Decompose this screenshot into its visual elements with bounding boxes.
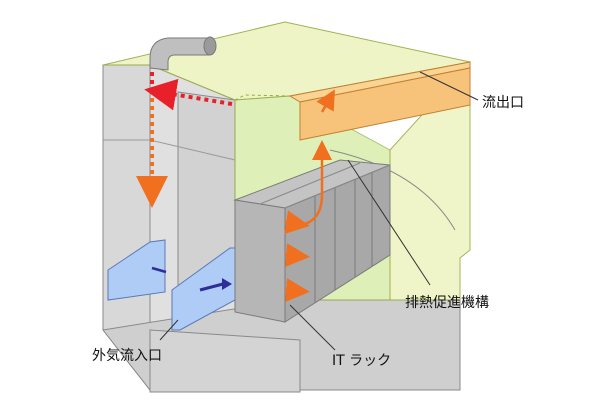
- rack-airflow-1: [284, 210, 310, 235]
- inlet-label: 外気流入口: [92, 348, 162, 364]
- duct-mouth: [203, 36, 217, 56]
- rack-leader: [289, 304, 336, 351]
- rack-dividers: [314, 172, 373, 303]
- airflow-rising: [304, 140, 332, 226]
- intake-window-left: [107, 239, 166, 301]
- outlet-label: 流出口: [482, 95, 524, 111]
- outlet-vent: [288, 61, 479, 141]
- it-racks: [233, 159, 391, 351]
- intake-windows: [107, 239, 236, 341]
- front-wall: [149, 329, 301, 393]
- inlet-arrow-left: [151, 266, 167, 274]
- outlet-leader: [419, 71, 479, 101]
- rack-airflow-2: [284, 243, 310, 268]
- exhaust-label: 排熱促進機構: [405, 295, 489, 311]
- rack-label: IT ラック: [332, 353, 392, 369]
- rack-top-lines: [259, 162, 391, 209]
- hood-curve: [329, 149, 456, 231]
- rack-airflow-3: [284, 278, 310, 303]
- outlet-face: [299, 67, 471, 141]
- airflow: [136, 72, 335, 303]
- intake-duct: [149, 36, 217, 71]
- rack-front: [234, 199, 286, 323]
- inlet-arrowhead-right: [222, 278, 232, 290]
- exhaust-leader: [347, 159, 431, 286]
- inlet-leader: [159, 319, 179, 341]
- inlet-arrow-right: [199, 282, 224, 292]
- airflow-outlet: [316, 89, 335, 113]
